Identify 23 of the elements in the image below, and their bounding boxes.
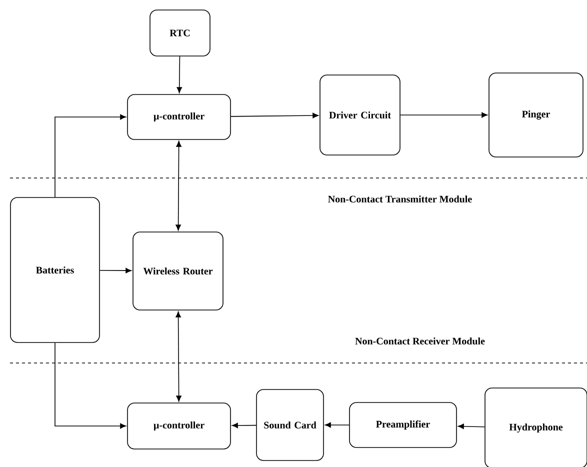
arrow bbox=[176, 140, 182, 231]
process-box: Sound Card bbox=[256, 389, 324, 461]
process-box: Batteries bbox=[10, 197, 100, 343]
process-box: Hydrophone bbox=[484, 388, 587, 467]
arrow bbox=[230, 112, 319, 118]
process-box: Driver Circuit bbox=[320, 74, 400, 156]
arrow bbox=[54, 114, 126, 198]
arrow bbox=[458, 424, 485, 430]
arrow bbox=[176, 311, 182, 402]
process-box: Pinger bbox=[488, 72, 584, 158]
process-box: µ-controller bbox=[127, 402, 231, 450]
arrow bbox=[54, 342, 126, 429]
arrow bbox=[324, 422, 350, 428]
arrow bbox=[176, 56, 182, 94]
process-box: µ-controller bbox=[127, 94, 231, 140]
process-box: Preamplifier bbox=[349, 402, 457, 448]
arrow bbox=[100, 268, 132, 274]
module-label: Non-Contact Receiver Module bbox=[355, 337, 485, 345]
process-box: RTC bbox=[150, 10, 210, 56]
arrow bbox=[232, 422, 256, 428]
arrow bbox=[400, 112, 488, 118]
module-label: Non-Contact Transmitter Module bbox=[328, 195, 472, 203]
process-box: Wireless Router bbox=[132, 232, 224, 310]
